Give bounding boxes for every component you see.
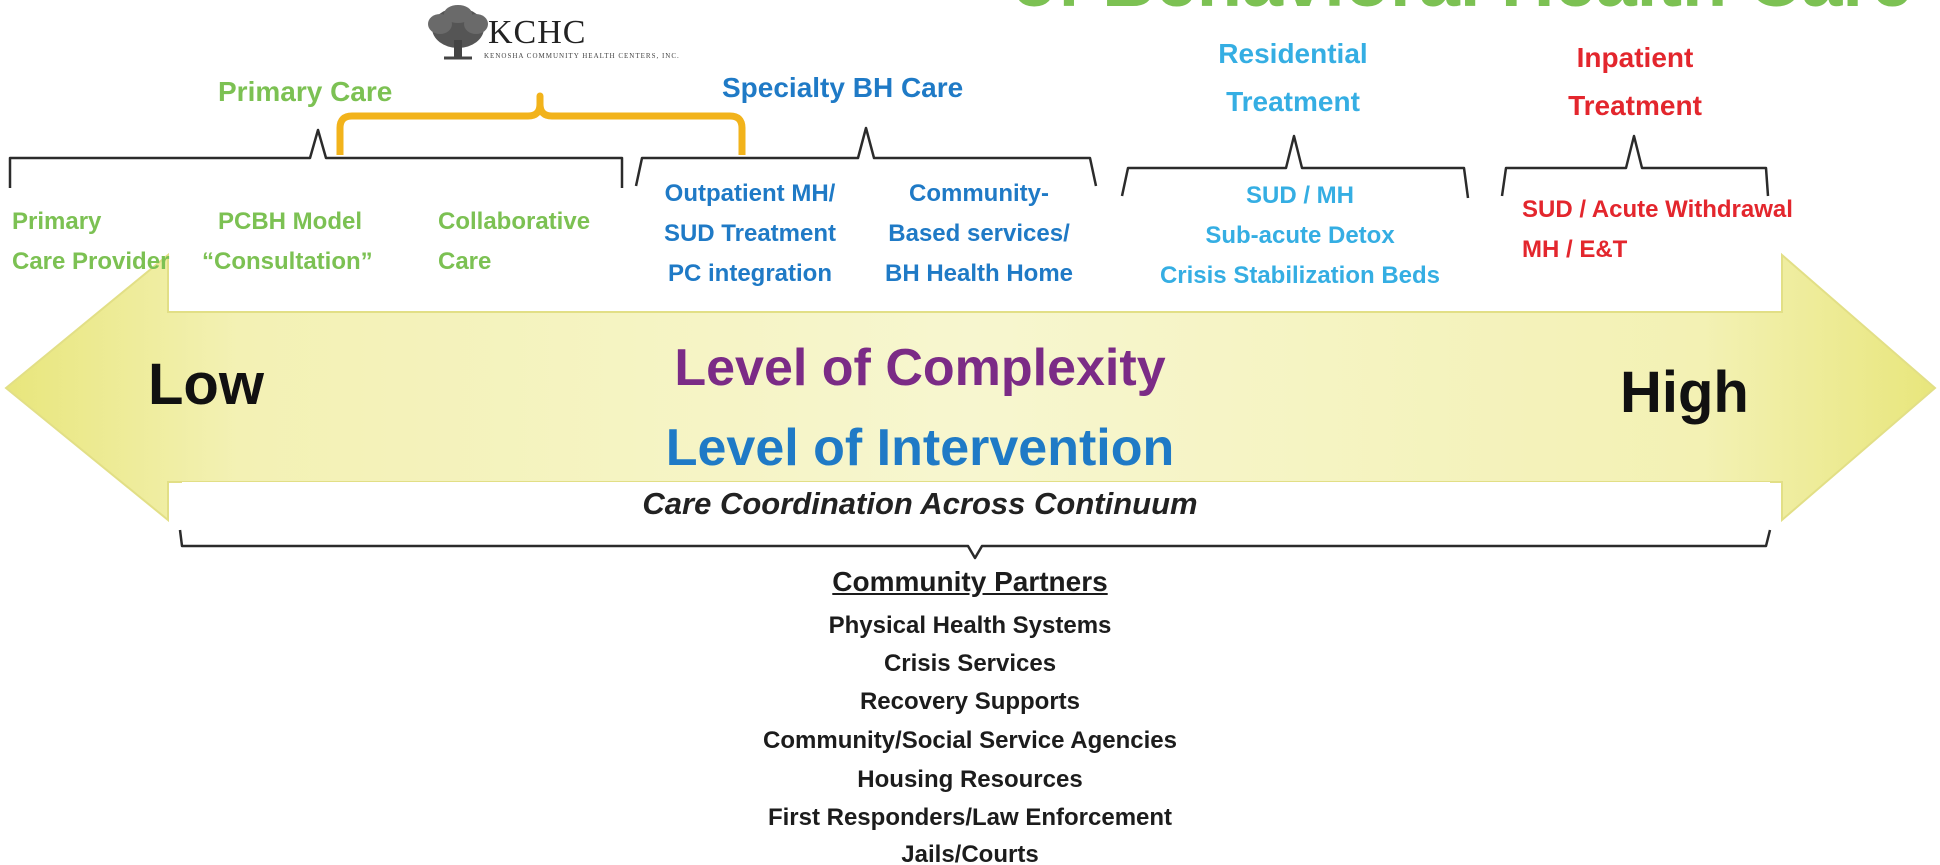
primary-care-header: Primary Care [218,76,393,107]
specialty-item-2-line3: BH Health Home [884,260,1074,287]
kchc-logo-subtitle: KENOSHA COMMUNITY HEALTH CENTERS, INC. [484,52,680,60]
specialty-item-1-line2: SUD Treatment [663,220,837,247]
partner-item: Physical Health Systems [828,612,1112,639]
partners-title: Community Partners [832,566,1108,597]
partner-item: Housing Resources [857,766,1083,793]
coordination-bracket [178,529,1772,560]
low-label: Low [148,352,264,417]
specialty-item-1-line1: Outpatient MH/ [664,180,836,207]
primary-care-bracket [8,128,624,188]
intervention-label: Level of Intervention [665,419,1175,477]
primary-care-item-2-line1: PCBH Model [218,208,362,235]
partner-item: Recovery Supports [859,688,1081,715]
kchc-tree-icon [428,5,488,60]
primary-care-item-3-line2: Care [438,248,492,275]
residential-header-line1: Residential [1218,38,1368,69]
inpatient-bracket [1500,134,1770,197]
specialty-item-2-line1: Community- [909,180,1049,207]
specialty-bracket [634,126,1098,187]
double-arrow [4,252,1937,523]
residential-item-line1: SUD / MH [1246,182,1354,209]
residential-item-line3: Crisis Stabilization Beds [1159,262,1441,289]
partner-item: First Responders/Law Enforcement [767,804,1173,831]
inpatient-item-line1: SUD / Acute Withdrawal [1522,196,1793,223]
residential-item-line2: Sub-acute Detox [1205,222,1395,249]
title-fragment: of Behavioral Health Care [1012,0,1913,22]
partner-item: Crisis Services [883,650,1057,677]
residential-header-line2: Treatment [1226,86,1360,117]
primary-care-item-1-line1: Primary [12,208,102,235]
specialty-header: Specialty BH Care [722,72,964,103]
coordination-band [182,482,1770,540]
residential-bracket [1120,134,1470,199]
partner-item: Community/Social Service Agencies [763,727,1177,754]
primary-care-item-3-line1: Collaborative [438,208,591,235]
primary-care-item-1-line2: Care Provider [12,248,170,275]
partner-item: Jails/Courts [901,841,1039,865]
complexity-label: Level of Complexity [674,339,1166,397]
kchc-logo-text: KCHC [488,14,587,51]
kchc-bracket [336,92,746,155]
high-label: High [1620,360,1749,425]
inpatient-header-line2: Treatment [1568,90,1702,121]
coordination-label: Care Coordination Across Continuum [642,486,1198,521]
specialty-item-1-line3: PC integration [667,260,832,287]
specialty-item-2-line2: Based services/ [888,220,1070,247]
inpatient-header-line1: Inpatient [1576,42,1694,73]
inpatient-item-line2: MH / E&T [1522,236,1628,263]
primary-care-item-2-line2: “Consultation” [202,248,373,275]
